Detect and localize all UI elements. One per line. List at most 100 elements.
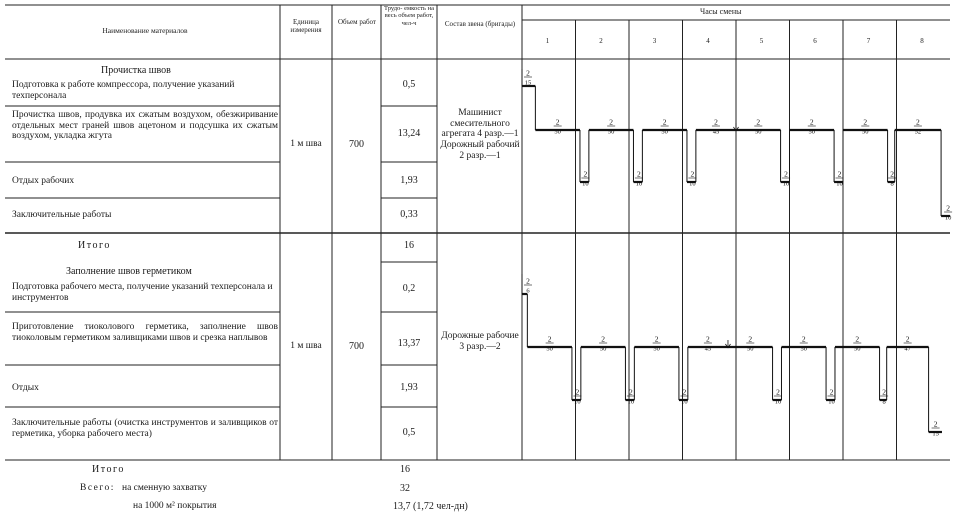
work-minutes: 50 xyxy=(600,346,607,353)
section2-unit: 1 м шва xyxy=(290,341,322,351)
work-workers: 2 xyxy=(548,335,552,344)
work-minutes: 50 xyxy=(747,346,754,353)
rest-minutes: 10 xyxy=(628,399,635,406)
rest-workers: 2 xyxy=(776,388,780,397)
work-minutes: 50 xyxy=(661,129,668,136)
start-workers: 2 xyxy=(526,69,530,78)
work-workers: 2 xyxy=(916,118,920,127)
end-workers: 2 xyxy=(946,204,950,213)
work-workers: 2 xyxy=(906,335,910,344)
header-crew: Состав звена (бригады) xyxy=(444,20,516,28)
hour-label: 6 xyxy=(813,37,817,45)
work-workers: 2 xyxy=(810,118,814,127)
hour-label: 3 xyxy=(652,37,657,45)
end-minutes: 15 xyxy=(932,431,939,438)
rest-minutes: 10 xyxy=(836,181,843,188)
hour-label: 8 xyxy=(920,37,924,45)
rest-workers: 2 xyxy=(890,170,894,179)
section1-row2-labor: 13,24 xyxy=(397,128,421,139)
continuation-arrow xyxy=(725,343,729,349)
work-workers: 2 xyxy=(756,118,760,127)
section1-unit: 1 м шва xyxy=(290,139,322,149)
work-minutes: 50 xyxy=(854,346,861,353)
footer-shift-value: 32 xyxy=(400,483,410,494)
hour-label: 4 xyxy=(706,37,710,45)
work-workers: 2 xyxy=(556,118,560,127)
rest-workers: 2 xyxy=(830,388,834,397)
rest-minutes: 10 xyxy=(574,399,581,406)
hour-label: 1 xyxy=(545,37,550,45)
header-labor: Трудо- емкость на весь объем работ, чел-… xyxy=(384,5,434,27)
rest-minutes: 10 xyxy=(636,181,643,188)
section2-volume: 700 xyxy=(349,341,364,352)
work-workers: 2 xyxy=(609,118,613,127)
hour-label: 2 xyxy=(599,37,603,45)
work-workers: 2 xyxy=(802,335,806,344)
rest-minutes: 8 xyxy=(891,181,894,188)
rest-workers: 2 xyxy=(584,170,588,179)
section2-row3-name: Отдых xyxy=(12,383,39,393)
work-workers: 2 xyxy=(706,335,710,344)
section2-row4-labor: 0,5 xyxy=(402,427,416,438)
footer-per1000-label: на 1000 м² покрытия xyxy=(133,501,217,511)
work-workers: 2 xyxy=(714,118,718,127)
rest-minutes: 10 xyxy=(783,181,790,188)
work-workers: 2 xyxy=(663,118,667,127)
section1-row3-labor: 1,93 xyxy=(400,175,418,186)
rest-minutes: 8 xyxy=(883,399,886,406)
rest-workers: 2 xyxy=(882,388,886,397)
section1-crew: Машинист смесительного агрегата 4 разр.—… xyxy=(440,108,520,161)
section1-row4-labor: 0,33 xyxy=(400,209,418,220)
work-workers: 2 xyxy=(748,335,752,344)
hour-label: 7 xyxy=(866,37,871,45)
work-workers: 2 xyxy=(655,335,659,344)
end-workers: 2 xyxy=(934,420,938,429)
section2-row2-name: Приготовление тиоколового герметика, зап… xyxy=(12,322,278,343)
hour-label: 5 xyxy=(759,37,764,45)
rest-workers: 2 xyxy=(683,388,687,397)
rest-minutes: 10 xyxy=(689,181,696,188)
work-minutes: 50 xyxy=(801,346,808,353)
section2-row1-labor: 0,2 xyxy=(402,283,416,294)
work-minutes: 50 xyxy=(554,129,561,136)
section1-row1-labor: 0,5 xyxy=(402,79,416,90)
section2-row1-name: Подготовка рабочего места, получение ука… xyxy=(12,282,273,303)
end-minutes: 10 xyxy=(945,215,952,222)
start-minutes: 15 xyxy=(525,80,532,87)
footer-total: 16 xyxy=(400,464,410,475)
work-minutes: 50 xyxy=(755,129,762,136)
rest-minutes: 10 xyxy=(775,399,782,406)
work-minutes: 45 xyxy=(713,129,720,136)
header-volume: Объем работ xyxy=(338,18,376,26)
footer-grand-label: Всего: xyxy=(80,483,115,493)
continuation-arrow xyxy=(733,126,737,132)
section2-row3-labor: 1,93 xyxy=(400,382,418,393)
section1-row4-name: Заключительные работы xyxy=(12,210,112,220)
header-unit: Единица измерения xyxy=(290,18,322,34)
section1-total: 16 xyxy=(404,240,414,251)
section1-volume: 700 xyxy=(349,139,364,150)
work-minutes: 50 xyxy=(862,129,869,136)
section1-title: Прочистка швов xyxy=(101,65,171,76)
work-workers: 2 xyxy=(863,118,867,127)
section2-row4-name: Заключительные работы (очистка инструмен… xyxy=(12,418,278,439)
rest-workers: 2 xyxy=(576,388,580,397)
work-minutes: 50 xyxy=(809,129,816,136)
start-workers: 2 xyxy=(526,277,530,286)
section1-row1-name: Подготовка к работе компрессора, получен… xyxy=(12,80,235,101)
work-minutes: 52 xyxy=(915,129,922,136)
rest-workers: 2 xyxy=(637,170,641,179)
rest-workers: 2 xyxy=(629,388,633,397)
rest-workers: 2 xyxy=(691,170,695,179)
work-minutes: 50 xyxy=(608,129,615,136)
section1-row2-name: Прочистка швов, продувка их сжатым возду… xyxy=(12,110,278,142)
section1-total-label: Итого xyxy=(78,240,111,251)
rest-minutes: 10 xyxy=(828,399,835,406)
work-workers: 2 xyxy=(601,335,605,344)
section1-row3-name: Отдых рабочих xyxy=(12,176,75,186)
work-minutes: 50 xyxy=(653,346,660,353)
rest-workers: 2 xyxy=(784,170,788,179)
section2-crew: Дорожные рабочие 3 разр.—2 xyxy=(441,331,519,352)
footer-total-label: Итого xyxy=(92,464,125,475)
